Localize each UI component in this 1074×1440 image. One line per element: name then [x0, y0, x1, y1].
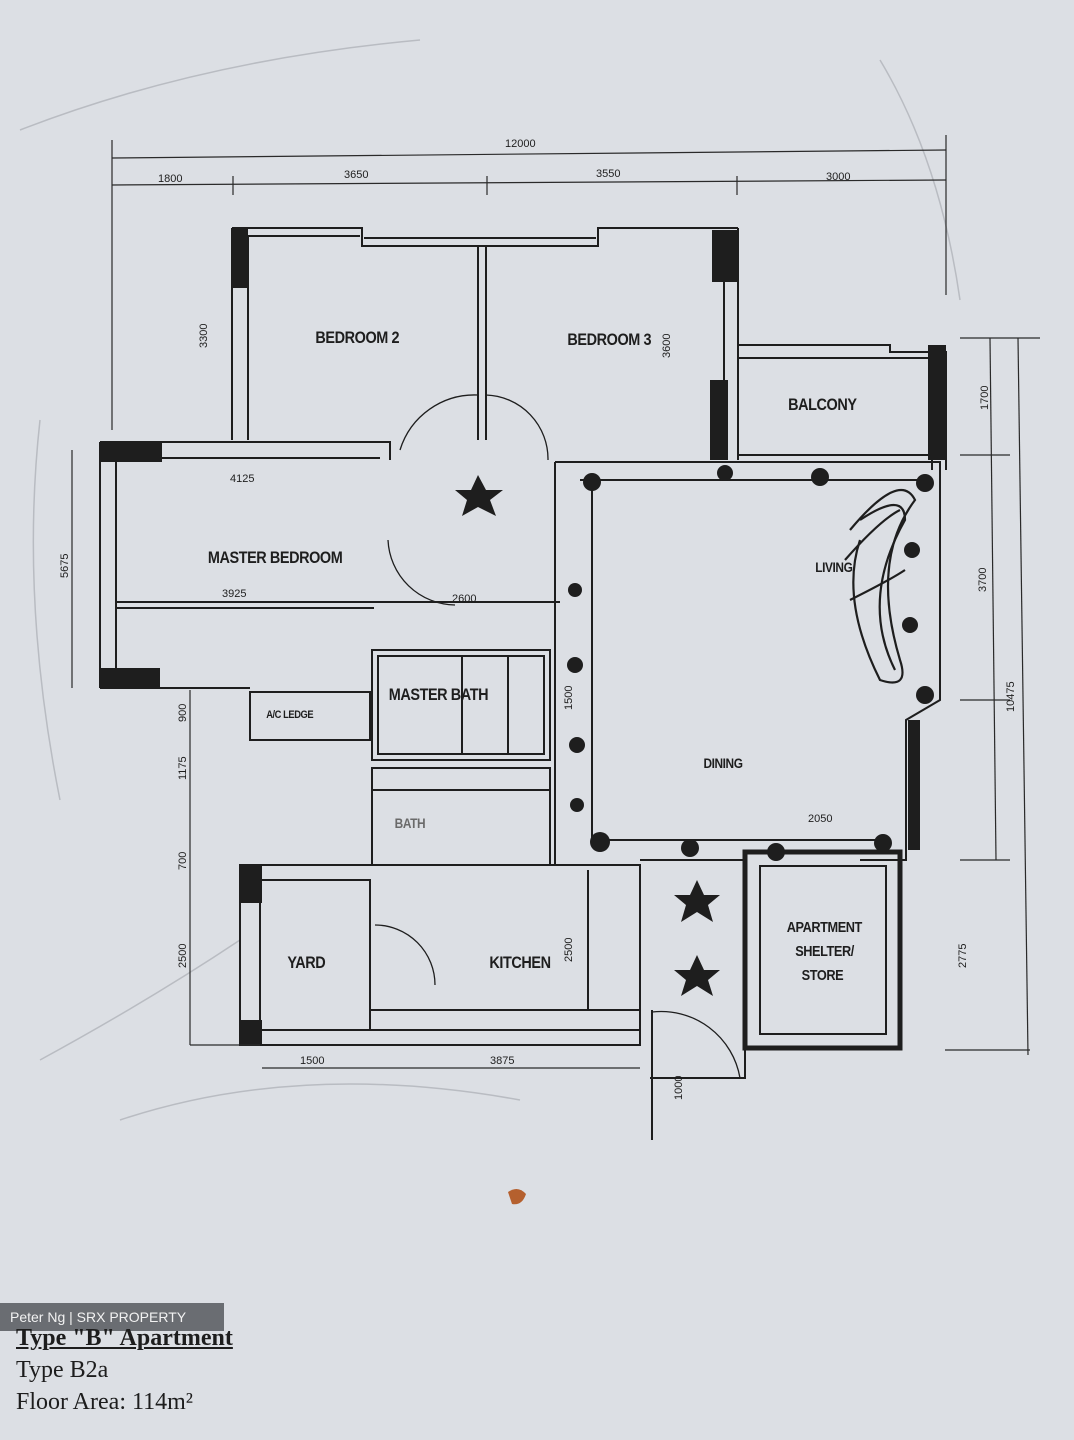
dim-bedroom3-height: 3600 — [661, 334, 673, 358]
dim-living-height: 3700 — [977, 568, 989, 592]
dim-bottom-1500: 1500 — [300, 1055, 324, 1067]
scan-scribbles — [19, 39, 961, 1121]
room-living: LIVING — [815, 559, 852, 575]
dim-bath-height: 1500 — [563, 686, 575, 710]
dim-left-700: 700 — [177, 852, 189, 870]
room-bath: BATH — [395, 815, 426, 831]
dim-balcony-height: 1700 — [979, 386, 991, 410]
top-dim-1: 1800 — [158, 173, 182, 185]
top-dim-3: 3550 — [596, 168, 620, 180]
dim-dining-width: 2050 — [808, 813, 832, 825]
room-bedroom-3: BEDROOM 3 — [567, 331, 651, 349]
living-scribble — [844, 489, 917, 684]
dim-overall-right: 10475 — [1005, 681, 1017, 712]
walls — [99, 227, 947, 1140]
room-shelter-line-2: SHELTER/ — [795, 942, 854, 959]
overall-width-label: 12000 — [505, 138, 536, 150]
column-marks — [567, 465, 934, 861]
dim-right-lower: 2775 — [957, 944, 969, 968]
watermark-label: Peter Ng | SRX PROPERTY — [0, 1303, 224, 1331]
room-kitchen: KITCHEN — [489, 954, 550, 972]
room-shelter-line-3: STORE — [802, 966, 844, 983]
dim-left-1175: 1175 — [177, 756, 189, 780]
floor-plan-drawing: 12000 1800 3650 3550 3000 — [19, 39, 1040, 1205]
apartment-subtype: Type B2a — [16, 1357, 109, 1383]
master-bath-label: MASTER BATH — [389, 686, 488, 704]
door-swings — [374, 394, 741, 1079]
plan-caption: Type "B" Apartment Type B2a Floor Area: … — [16, 1322, 233, 1418]
room-master-bath: MASTER BATH — [389, 686, 488, 704]
room-shelter-line-1: APARTMENT — [787, 918, 863, 935]
room-bedroom-2: BEDROOM 2 — [315, 329, 399, 347]
stain-mark — [508, 1188, 526, 1205]
dim-bottom-3875: 3875 — [490, 1055, 514, 1067]
dim-door-1000: 1000 — [673, 1076, 685, 1100]
room-ac-ledge: A/C LEDGE — [266, 709, 314, 721]
right-dimension-lines — [71, 337, 1040, 1069]
room-dining: DINING — [703, 755, 742, 771]
dim-left-900: 900 — [177, 704, 189, 722]
top-dim-4: 3000 — [826, 171, 850, 183]
dim-master-top: 4125 — [230, 473, 254, 485]
room-master-bedroom: MASTER BEDROOM — [208, 549, 343, 567]
star-marks — [455, 475, 720, 996]
dim-kitchen-height: 2500 — [563, 938, 575, 962]
top-dim-2: 3650 — [344, 169, 368, 181]
dim-left-2500: 2500 — [177, 944, 189, 968]
dim-master-bottom: 3925 — [222, 588, 246, 600]
floor-area: Floor Area: 114m² — [16, 1389, 193, 1415]
room-yard: YARD — [287, 954, 325, 972]
dim-corridor: 2600 — [452, 593, 476, 605]
room-balcony: BALCONY — [788, 396, 857, 414]
wall-fills — [100, 228, 946, 1046]
dim-bedroom2-height: 3300 — [198, 324, 210, 348]
dim-master-height: 5675 — [59, 554, 71, 578]
top-dimension-lines — [111, 135, 947, 430]
apartment-type-title: Type "B" Apartment — [16, 1325, 233, 1351]
